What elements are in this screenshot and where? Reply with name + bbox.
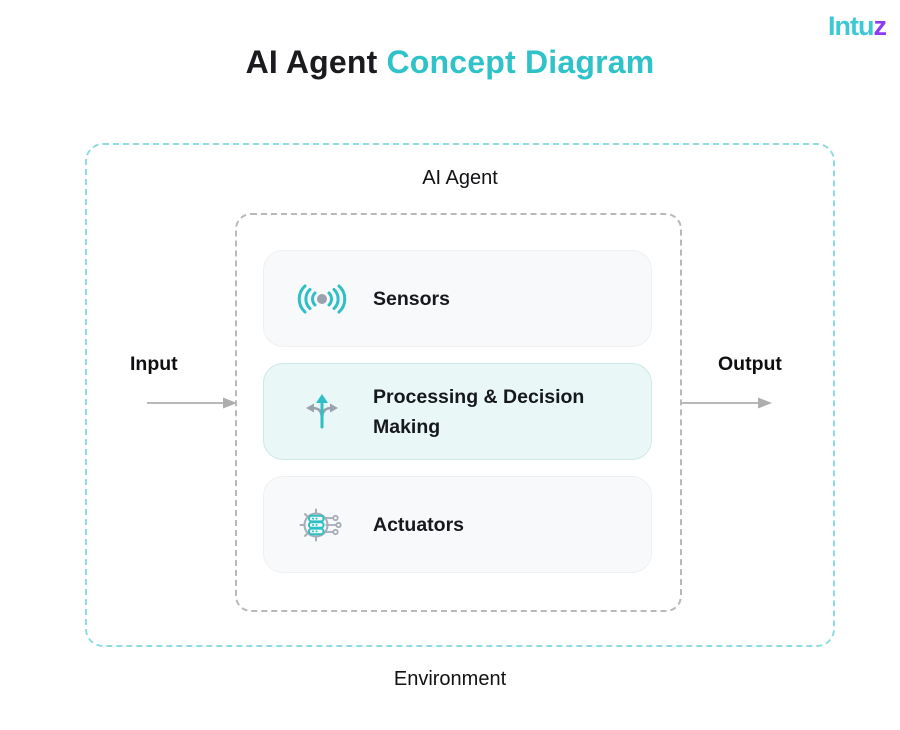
component-label: Sensors: [373, 287, 450, 310]
agent-boundary-box: AI Agent: [85, 143, 835, 647]
signal-waves-icon: [296, 275, 348, 323]
page-title-teal: Concept Diagram: [386, 44, 655, 80]
component-label: Actuators: [373, 513, 465, 536]
environment-label: Environment: [393, 668, 507, 690]
component-label: Processing & Decision Making: [373, 385, 585, 438]
logo-text-purple: z: [873, 11, 887, 41]
gear-circuit-icon: [296, 501, 348, 549]
agent-label: AI Agent: [422, 167, 498, 189]
branch-arrows-icon: [296, 388, 348, 436]
output-label: Output: [718, 353, 782, 375]
output-arrow: [682, 397, 772, 409]
page-title-black: AI Agent: [245, 44, 378, 80]
component-card-actuators: Actuators: [263, 476, 652, 573]
intuz-logo: Intuz: [828, 11, 887, 42]
component-card-sensors: Sensors: [263, 250, 652, 347]
agent-internals-box: Sensors Processing & D: [235, 213, 682, 612]
input-label: Input: [130, 353, 178, 375]
logo-text-teal: Intu: [828, 11, 874, 41]
input-arrow: [147, 397, 237, 409]
component-card-processing: Processing & Decision Making: [263, 363, 652, 460]
